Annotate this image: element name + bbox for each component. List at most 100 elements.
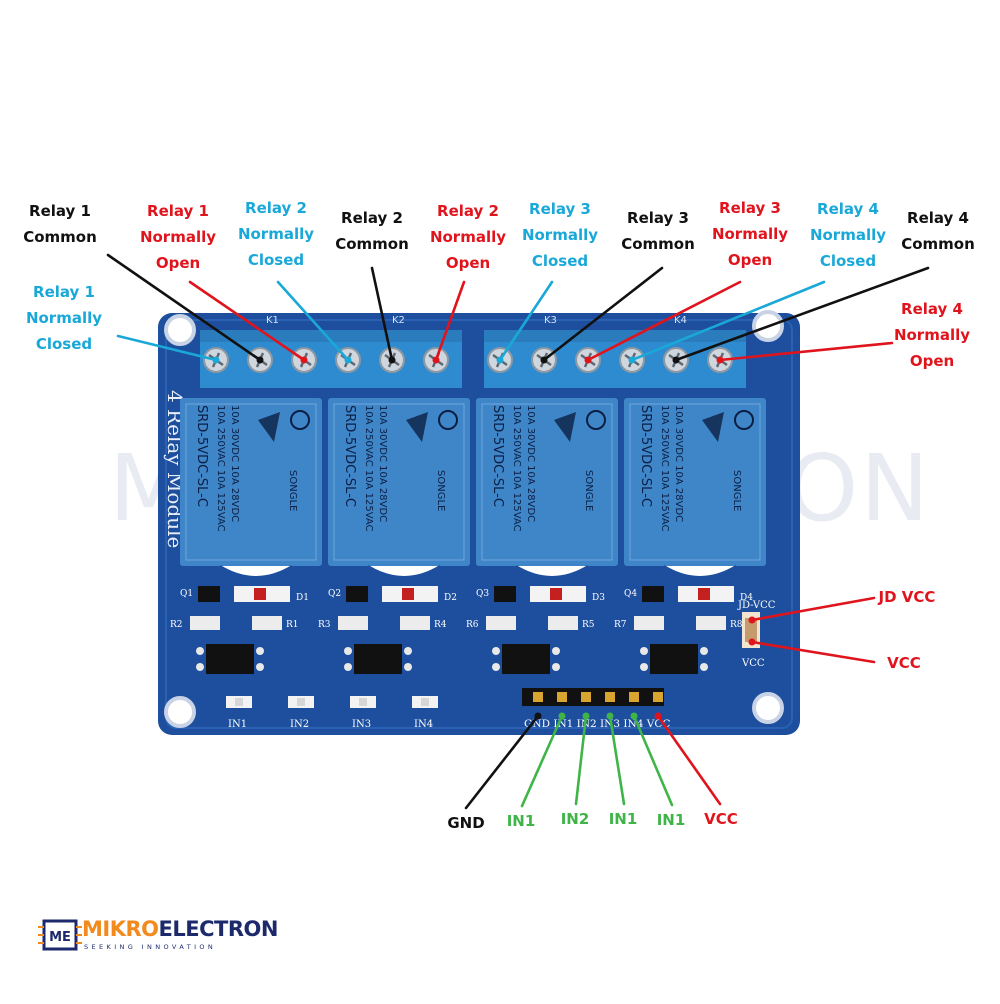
relay-brand: SONGLE — [731, 470, 742, 511]
label-line: Relay 4 — [901, 300, 963, 318]
pointer-relay1-nc — [116, 334, 218, 362]
relay-rating-dc: 10A 30VDC 10A 28VDC — [229, 405, 240, 522]
relay-base-cutout — [367, 565, 441, 578]
label-line: Open — [909, 352, 955, 370]
label-in1-a: IN1 — [506, 812, 536, 830]
transistor — [198, 586, 220, 602]
pointer-relay2-no — [434, 280, 466, 362]
led-label: IN4 — [414, 719, 433, 730]
mounting-hole — [164, 314, 196, 346]
relay-rating-ac: 10A 250VAC 10A 125VAC — [511, 405, 522, 532]
pointer-relay2-common — [370, 266, 394, 362]
label-line: Normally — [139, 228, 217, 246]
label-relay3-normally-closed: Relay 3 Normally Closed — [520, 196, 600, 274]
resistor-label: R5 — [582, 620, 595, 630]
pointer-vcc-pin-tip — [654, 712, 662, 720]
relay-part-number: SRD-5VDC-SL-C — [638, 405, 653, 507]
label-relay4-normally-closed: Relay 4 Normally Closed — [808, 196, 888, 274]
diode-band — [254, 588, 266, 600]
label-line: Common — [901, 235, 975, 253]
header-pin — [605, 692, 615, 702]
optocoupler — [650, 644, 698, 674]
label-line: Normally — [429, 228, 507, 246]
pin-header — [522, 688, 664, 706]
pointer-vcc-jumper — [750, 640, 876, 664]
logo-word-accent: MIKRO — [82, 917, 159, 941]
terminal-label-k4: K4 — [674, 315, 687, 326]
label-gnd: GND — [447, 814, 485, 832]
resistor — [486, 616, 516, 630]
logo-word-main: ELECTRON — [158, 917, 279, 941]
label-line: Normally — [711, 225, 789, 243]
pointer-in1-c-tip — [630, 712, 638, 720]
header-pin — [629, 692, 639, 702]
pointer-gnd — [464, 714, 540, 810]
jumper-label-vcc: VCC — [741, 658, 765, 669]
relay-base-cutout — [515, 565, 589, 578]
label-relay1-normally-closed: Relay 1 Normally Closed — [24, 279, 104, 357]
label-line: Normally — [521, 226, 599, 244]
label-line: Common — [335, 235, 409, 253]
label-line: Relay 2 — [341, 209, 403, 227]
pointer-relay2-nc-tip — [344, 356, 352, 364]
label-in2: IN2 — [560, 810, 590, 828]
diode-label: D3 — [592, 593, 605, 603]
label-relay3-common: Relay 3 Common — [618, 205, 698, 257]
label-relay2-normally-closed: Relay 2 Normally Closed — [236, 195, 316, 273]
resistor — [252, 616, 282, 630]
pointer-gnd-tip — [534, 712, 542, 720]
pointer-in1-a — [520, 714, 564, 808]
resistor — [190, 616, 220, 630]
label-line: Relay 1 — [147, 202, 209, 220]
relay-part-number: SRD-5VDC-SL-C — [342, 405, 357, 507]
label-line: Closed — [819, 252, 877, 270]
diode-band — [550, 588, 562, 600]
transistor-label: Q4 — [624, 589, 637, 599]
label-vcc-pin: VCC — [704, 810, 738, 828]
resistor-label: R2 — [170, 620, 183, 630]
label-line: Open — [445, 254, 491, 272]
pointer-in1-b-tip — [606, 712, 614, 720]
pointer-relay1-common-tip — [256, 356, 264, 364]
label-line: Closed — [531, 252, 589, 270]
diode-band — [402, 588, 414, 600]
relay-base-cutout — [663, 565, 737, 578]
led-label: IN3 — [352, 719, 371, 730]
resistor-label: R7 — [614, 620, 627, 630]
resistor — [696, 616, 726, 630]
relay-rating-ac: 10A 250VAC 10A 125VAC — [215, 405, 226, 532]
pointer-in1-a-tip — [558, 712, 566, 720]
ccc-mark-icon — [586, 410, 606, 430]
songle-logo-icon — [406, 412, 428, 442]
transistor-label: Q1 — [180, 589, 193, 599]
chip-icon: ME — [38, 919, 82, 951]
resistor-label: R3 — [318, 620, 331, 630]
screw-terminal-block-left — [200, 330, 462, 388]
pointer-relay3-common — [542, 266, 664, 362]
label-in1-b: IN1 — [608, 810, 638, 828]
songle-logo-icon — [554, 412, 576, 442]
relay-brand: SONGLE — [287, 470, 298, 511]
relay-base-cutout — [219, 565, 293, 578]
songle-logo-icon — [702, 412, 724, 442]
status-led-4: IN4 — [412, 696, 438, 730]
resistor-label: R6 — [466, 620, 479, 630]
pointer-relay2-no-tip — [432, 356, 440, 364]
diode-label: D4 — [740, 593, 753, 603]
mounting-hole — [164, 696, 196, 728]
relay-part-number: SRD-5VDC-SL-C — [194, 405, 209, 507]
pointer-relay1-no-tip — [300, 356, 308, 364]
label-line: Normally — [25, 309, 103, 327]
pointer-relay4-no-tip — [716, 356, 724, 364]
pointer-relay3-no — [586, 280, 742, 362]
relay-rating-ac: 10A 250VAC 10A 125VAC — [363, 405, 374, 532]
optocoupler — [502, 644, 550, 674]
diode-label: D1 — [296, 593, 309, 603]
led-label: IN2 — [290, 719, 309, 730]
transistor-label: Q2 — [328, 589, 341, 599]
pointer-relay2-common-tip — [388, 356, 396, 364]
